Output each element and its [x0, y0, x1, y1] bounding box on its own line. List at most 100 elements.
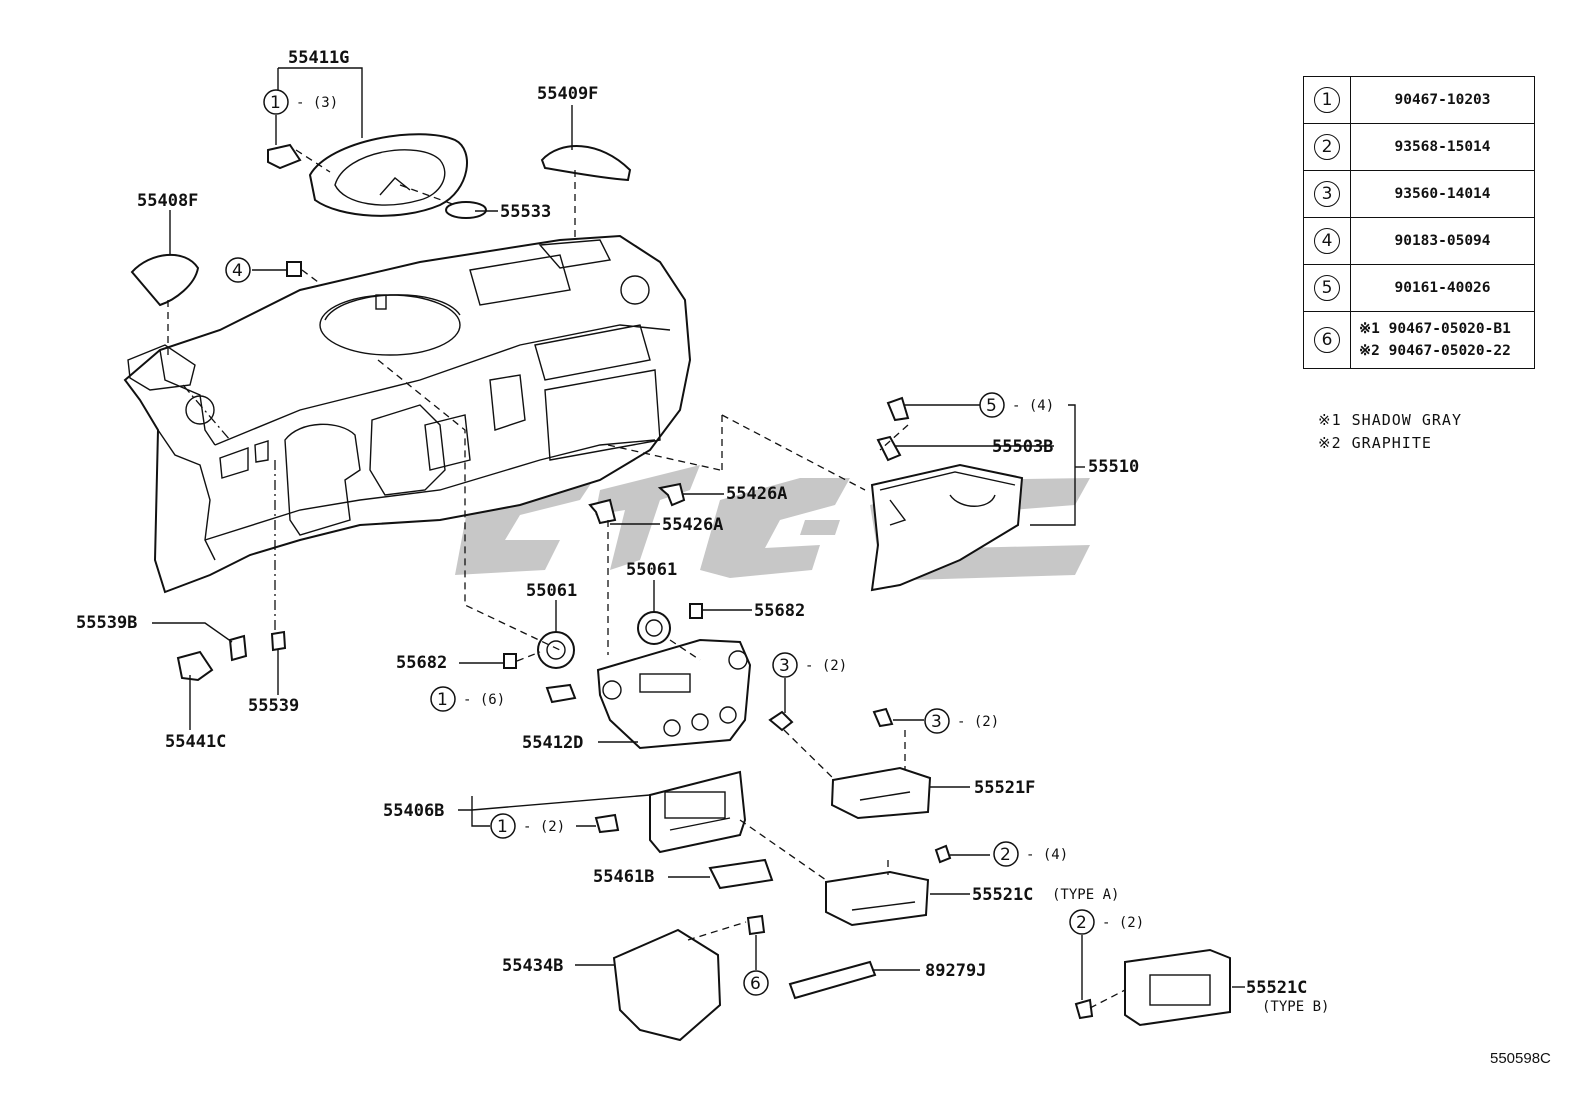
clip-55682-left	[503, 653, 517, 669]
legend-variant-1: ※1 90467-05020-B1	[1359, 321, 1511, 337]
svg-text:- (4): - (4)	[1012, 398, 1054, 414]
callout-3-right: 3 - (2)	[924, 708, 999, 734]
label-55461B: 55461B	[593, 867, 654, 887]
bracket-55426A-lower	[588, 498, 617, 525]
svg-text:3: 3	[931, 712, 942, 732]
label-55521C-type-a: 55521C	[972, 885, 1033, 905]
legend-part-number: 90467-10203	[1350, 76, 1535, 124]
pocket-55521F	[830, 766, 932, 820]
pocket-55521C-type-b	[1124, 948, 1231, 1027]
legend-part-number: 90183-05094	[1350, 217, 1535, 265]
legend-number: 1	[1314, 87, 1340, 113]
svg-text:2: 2	[1076, 913, 1087, 933]
label-55510: 55510	[1088, 457, 1139, 477]
label-type-b: (TYPE B)	[1262, 999, 1329, 1015]
svg-text:1: 1	[270, 93, 281, 113]
legend-part-variants: ※1 90467-05020-B1 ※2 90467-05020-22	[1350, 311, 1535, 369]
label-55521F: 55521F	[974, 778, 1035, 798]
svg-text:- (2): - (2)	[523, 819, 565, 835]
screw-2-mid	[934, 844, 952, 864]
legend-row: 2 93568-15014	[1303, 123, 1535, 171]
screw-5	[886, 396, 910, 422]
bracket-55426A-upper	[657, 482, 686, 507]
callout-3-mid: 3 - (2)	[772, 652, 847, 678]
svg-text:- (4): - (4)	[1026, 847, 1068, 863]
callout-2-mid: 2 - (4)	[993, 841, 1068, 867]
label-55521C-type-b: 55521C	[1246, 978, 1307, 998]
label-55061-right: 55061	[626, 560, 677, 580]
clip-55539	[270, 630, 287, 652]
legend-row: 1 90467-10203	[1303, 76, 1535, 124]
svg-text:- (2): - (2)	[805, 658, 847, 674]
svg-text:4: 4	[232, 261, 243, 281]
label-55409F: 55409F	[537, 84, 598, 104]
label-55503B: 55503B	[992, 437, 1053, 457]
legend-number: 6	[1314, 327, 1340, 353]
svg-text:- (3): - (3)	[296, 95, 338, 111]
legend-number: 2	[1314, 134, 1340, 160]
legend-part-number: 90161-40026	[1350, 264, 1535, 312]
svg-text:- (2): - (2)	[957, 714, 999, 730]
svg-text:1: 1	[437, 690, 448, 710]
label-55441C: 55441C	[165, 732, 226, 752]
svg-text:- (2): - (2)	[1102, 915, 1144, 931]
svg-text:1: 1	[497, 817, 508, 837]
panel-cover-right	[540, 145, 632, 182]
legend-number: 4	[1314, 228, 1340, 254]
center-cluster-55412D	[596, 638, 752, 750]
knob-55061-right	[637, 611, 671, 645]
legend-variant-2: ※2 90467-05020-22	[1359, 343, 1511, 359]
label-55682-right: 55682	[754, 601, 805, 621]
bracket-55441C	[176, 650, 214, 682]
label-55533: 55533	[500, 202, 551, 222]
label-55426A-lower: 55426A	[662, 515, 723, 535]
callout-1-mid: 1 - (6)	[430, 686, 505, 712]
label-55434B: 55434B	[502, 956, 563, 976]
panel-cover-left	[130, 254, 200, 307]
glove-box	[870, 463, 1024, 592]
meter-hood	[267, 133, 468, 217]
legend-number: 5	[1314, 275, 1340, 301]
callout-1-low: 1 - (2)	[490, 813, 565, 839]
clip-4	[286, 261, 302, 277]
clip-55539B	[228, 634, 248, 662]
bracket-89279J	[788, 960, 877, 1000]
pocket-55521C-type-a	[825, 870, 930, 927]
color-note-2: ※2 GRAPHITE	[1318, 434, 1432, 452]
label-55426A-upper: 55426A	[726, 484, 787, 504]
clip-55682-right	[689, 603, 703, 619]
svg-text:6: 6	[750, 974, 761, 994]
label-55539: 55539	[248, 696, 299, 716]
svg-text:3: 3	[779, 656, 790, 676]
callout-4-top: 4	[225, 257, 251, 283]
legend-number: 3	[1314, 181, 1340, 207]
svg-text:- (6): - (6)	[463, 692, 505, 708]
screw-2-low	[1074, 998, 1094, 1020]
legend-part-number: 93568-15014	[1350, 123, 1535, 171]
tray-55461B	[708, 858, 774, 890]
callout-6: 6	[743, 970, 769, 996]
diagram-code: 550598C	[1490, 1050, 1551, 1067]
legend-part-number: 93560-14014	[1350, 170, 1535, 218]
callout-2-low: 2 - (2)	[1069, 909, 1144, 935]
instrument-panel	[123, 234, 692, 594]
callout-5: 5 - (4)	[979, 392, 1054, 418]
label-55408F: 55408F	[137, 191, 198, 211]
svg-text:2: 2	[1000, 845, 1011, 865]
screw-55503B	[876, 435, 902, 462]
callout-1-top: 1 - (3)	[263, 89, 338, 115]
hole-plug	[445, 201, 487, 219]
knob-55061-left	[537, 631, 575, 669]
legend-row: 4 90183-05094	[1303, 217, 1535, 265]
color-note-1: ※1 SHADOW GRAY	[1318, 411, 1462, 429]
legend-row: 3 93560-14014	[1303, 170, 1535, 218]
label-55539B: 55539B	[76, 613, 137, 633]
clip-1-mid	[545, 683, 577, 704]
bezel-55406B	[649, 770, 747, 854]
label-55406B: 55406B	[383, 801, 444, 821]
cover-55434B	[612, 928, 722, 1042]
screw-3-right	[872, 707, 894, 728]
label-55411G: 55411G	[288, 48, 349, 68]
clip-1-low	[594, 813, 620, 834]
